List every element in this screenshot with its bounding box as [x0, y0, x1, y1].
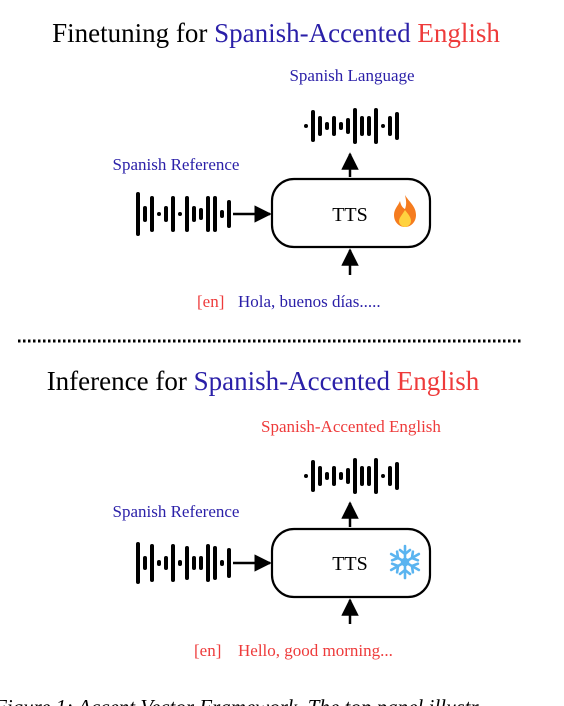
language-tag: [en] [197, 292, 224, 311]
tts-model-box [270, 177, 432, 249]
inference-panel: Inference for Spanish-Accented English S… [47, 366, 480, 660]
reference-label: Spanish Reference [113, 502, 240, 521]
reference-label: Spanish Reference [113, 155, 240, 174]
panel-title: Inference for Spanish-Accented English [47, 366, 480, 396]
tts-model-box [270, 527, 432, 599]
reference-waveform-icon [136, 542, 231, 584]
panel-title: Finetuning for Spanish-Accented English [52, 18, 500, 48]
output-waveform-icon [304, 108, 399, 144]
snowflake-icon [389, 544, 421, 580]
finetuning-panel: Finetuning for Spanish-Accented English … [52, 18, 500, 311]
tts-label: TTS [332, 204, 368, 226]
tts-label: TTS [332, 553, 368, 575]
output-label: Spanish-Accented English [261, 417, 441, 436]
output-waveform-icon [304, 458, 399, 494]
figure-caption: Figure 1: Accent Vector Framework. The t… [0, 695, 479, 706]
output-label: Spanish Language [289, 66, 414, 85]
input-text: Hola, buenos días..... [238, 292, 381, 311]
reference-waveform-icon [136, 192, 231, 236]
input-text: Hello, good morning... [238, 641, 393, 660]
fire-icon [394, 195, 416, 227]
language-tag: [en] [194, 641, 221, 660]
